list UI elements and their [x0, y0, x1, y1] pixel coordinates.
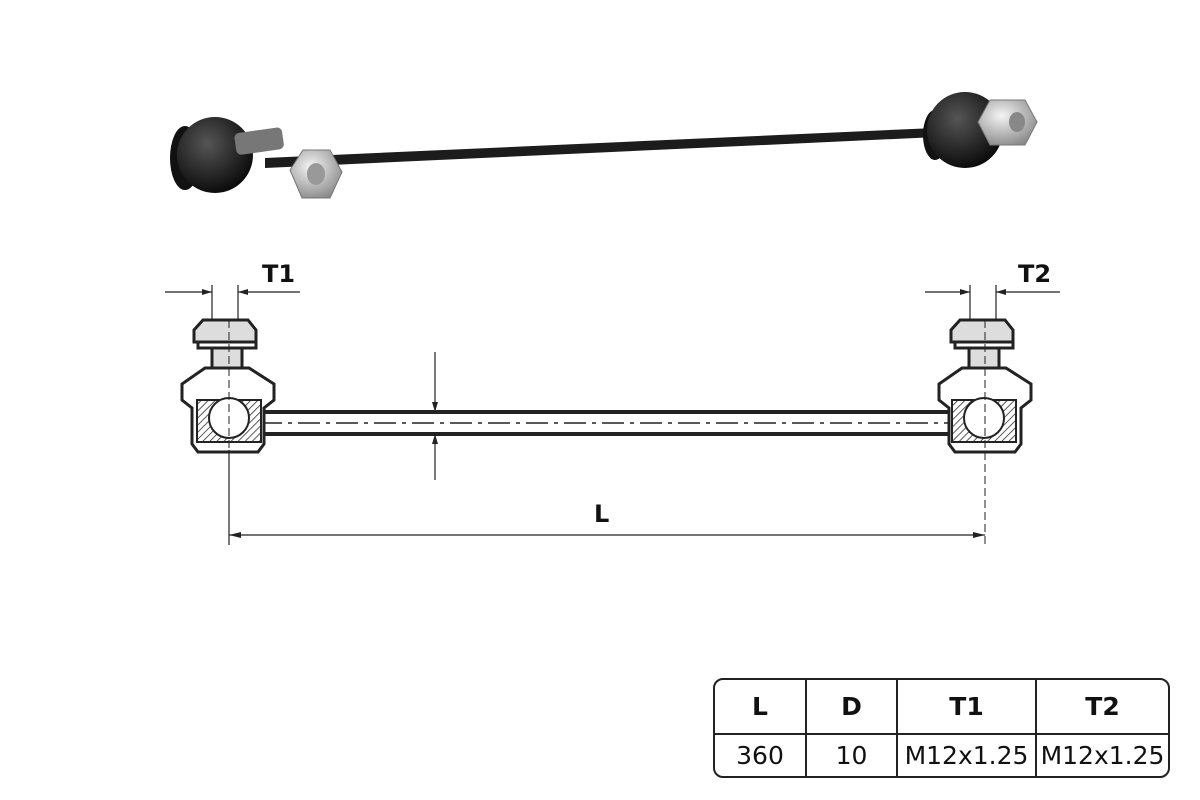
dimension-arrows — [202, 289, 1006, 538]
nut-right — [977, 99, 1038, 146]
length-label: L — [594, 500, 610, 528]
product-photo — [170, 92, 1038, 199]
technical-drawing — [165, 285, 1060, 545]
t2-label: T2 — [1018, 260, 1052, 288]
value-l: 360 — [715, 735, 807, 776]
value-t2: M12x1.25 — [1040, 741, 1165, 770]
header-d: D — [807, 680, 898, 735]
dimension-lines — [165, 285, 1060, 545]
spec-table: L D T1 T2 360 10 M12x1.25 M12x1.25 — [713, 678, 1170, 778]
header-l: L — [715, 680, 807, 735]
value-t1: M12x1.25 — [898, 735, 1037, 776]
spec-header-row: L D T1 T2 — [715, 680, 1168, 735]
header-t1: T1 — [898, 680, 1037, 735]
value-d: 10 — [807, 735, 898, 776]
header-t2: T2 — [1037, 680, 1168, 735]
nut-left — [289, 149, 343, 199]
t1-label: T1 — [262, 260, 296, 288]
right-ball-joint — [937, 318, 1033, 545]
left-ball-joint — [180, 318, 276, 500]
spec-value-row: 360 10 M12x1.25 M12x1.25 — [715, 735, 1168, 776]
